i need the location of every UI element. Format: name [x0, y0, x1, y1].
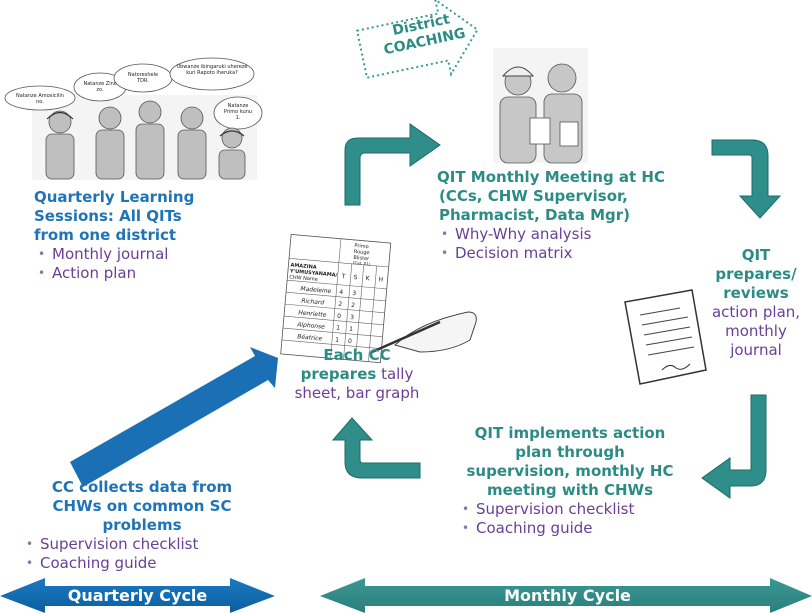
quarterly-learning-title-0: Quarterly Learning	[34, 188, 195, 206]
qit-implements-title-0: QIT implements action	[474, 424, 666, 442]
qit-meeting-bullets: Why-Why analysis Decision matrix	[437, 225, 717, 263]
qit-meeting-title-0: QIT Monthly Meeting at HC	[437, 168, 665, 186]
arrow-down-to-implements	[701, 394, 767, 499]
tally-col-2: K	[365, 275, 371, 282]
tally-row-0-v0: 4	[339, 289, 344, 296]
tally-header-top-1: Rouge	[354, 249, 370, 256]
arrow-right-to-prepares	[711, 139, 782, 219]
tally-header-left-0: AMAZINA	[290, 262, 317, 270]
quarterly-learning-title-2: from one district	[34, 226, 177, 244]
qit-meeting-title-1: (CCs, CHW Supervisor,	[439, 187, 628, 205]
qit-prepares-rest-2: journal	[730, 341, 782, 359]
tally-header-left-2: CHW Name	[289, 274, 318, 282]
tally-col-1: S	[353, 274, 358, 281]
district-coaching-arrow	[355, 0, 479, 79]
qit-prepares-bold-0: QIT	[741, 246, 771, 264]
tally-col-0: T	[340, 273, 346, 280]
qit-implements-block: QIT implements action plan through super…	[440, 424, 700, 538]
qit-implements-title-2: supervision, monthly HC	[466, 462, 674, 480]
tally-row-name-4: Béatrice	[297, 333, 323, 342]
tally-sheet: Primo Rouge Blister (Cat. 01) AMAZINA Y'…	[280, 233, 392, 364]
tally-header-top-2: Blister	[353, 255, 370, 262]
tally-row-name-3: Alphonse	[296, 321, 325, 330]
monthly-cycle-label: Monthly Cycle	[504, 586, 631, 605]
qit-meeting-illustration	[493, 48, 588, 164]
speech-bubble-2: Natanze Zinc zo.	[83, 81, 117, 93]
tally-row-name-2: Henriette	[298, 309, 327, 318]
arrow-cc-to-each-cc	[70, 347, 278, 487]
tally-row-4-v0: 1	[335, 337, 340, 344]
qit-prepares-rest-1: monthly	[725, 322, 787, 340]
each-cc-rest-1: tally	[376, 365, 414, 383]
tally-row-0-v1: 3	[352, 290, 357, 297]
qit-prepares-rest-0: action plan,	[711, 303, 801, 321]
qit-meeting-bullet-0: Why-Why analysis	[441, 225, 717, 244]
cc-collects-block: CC collects data from CHWs on common SC …	[22, 478, 262, 573]
each-cc-block: Each CC prepares tally sheet, bar graph	[272, 346, 442, 403]
tally-row-name-0: Madeleine	[300, 285, 332, 295]
quarterly-learning-bullet-0: Monthly journal	[38, 245, 274, 264]
qit-meeting-title-2: Pharmacist, Data Mgr)	[439, 206, 631, 224]
cc-collects-bullet-0: Supervision checklist	[26, 535, 262, 554]
qit-implements-bullets: Supervision checklist Coaching guide	[440, 500, 700, 538]
tally-col-3: H	[378, 276, 383, 283]
speech-bubble-4: Ubwanze ibingaruki uhereze kuri Rapoto i…	[176, 64, 248, 76]
qit-implements-title: QIT implements action plan through super…	[440, 424, 700, 500]
tally-row-2-v1: 3	[350, 314, 355, 321]
quarterly-learning-bullet-1: Action plan	[38, 264, 274, 283]
qit-prepares-block: QIT prepares/ reviews action plan, month…	[700, 246, 812, 360]
speech-bubble-3: Natoreshele TDR.	[127, 72, 159, 84]
each-cc-rest-2: sheet, bar graph	[294, 384, 420, 402]
quarterly-cycle-band	[0, 578, 275, 613]
cc-collects-title: CC collects data from CHWs on common SC …	[22, 478, 262, 535]
qit-meeting-title: QIT Monthly Meeting at HC (CCs, CHW Supe…	[437, 168, 717, 225]
cc-collects-title-1: CHWs on common SC	[52, 497, 232, 515]
qit-meeting-bullet-1: Decision matrix	[441, 244, 717, 263]
qit-implements-bullet-0: Supervision checklist	[462, 500, 700, 519]
tally-row-4-v1: 0	[348, 338, 353, 345]
cc-collects-bullet-1: Coaching guide	[26, 554, 262, 573]
tally-header-top-0: Primo	[354, 243, 369, 250]
tally-row-3-v1: 1	[349, 326, 354, 333]
tally-row-2-v0: 0	[337, 313, 342, 320]
pen-hand-icon	[371, 311, 477, 354]
each-cc-bold-0: Each CC	[323, 346, 391, 364]
qit-implements-title-3: meeting with CHWs	[486, 481, 654, 499]
quarterly-learning-title-1: Sessions: All QITs	[34, 207, 182, 225]
qit-prepares-bold-2: reviews	[723, 284, 789, 302]
tally-row-1-v0: 2	[338, 301, 343, 308]
arrow-left-to-each-cc	[331, 417, 421, 479]
each-cc-bold-1: prepares	[300, 365, 377, 383]
cc-collects-bullets: Supervision checklist Coaching guide	[22, 535, 262, 573]
learning-session-illustration	[4, 57, 263, 180]
quarterly-cycle-label: Quarterly Cycle	[67, 586, 208, 605]
journal-document-icon	[624, 289, 707, 385]
tally-row-name-1: Richard	[301, 298, 325, 307]
tally-header-top-3: (Cat. 01)	[353, 260, 371, 267]
qit-implements-title-1: plan through	[515, 443, 625, 461]
qit-meeting-block: QIT Monthly Meeting at HC (CCs, CHW Supe…	[437, 168, 717, 263]
tally-row-1-v1: 2	[351, 302, 356, 309]
quarterly-learning-title: Quarterly Learning Sessions: All QITs fr…	[34, 188, 274, 245]
qit-prepares-bold-1: prepares/	[715, 265, 797, 283]
tally-header-left-1: Y'UMUSYANAMA/	[289, 268, 338, 278]
monthly-cycle-band	[320, 578, 812, 613]
speech-bubble-1: Natanze Amoxicilin no.	[16, 93, 64, 105]
cc-collects-title-2: problems	[102, 516, 182, 534]
quarterly-learning-bullets: Monthly journal Action plan	[34, 245, 274, 283]
arrow-up-to-meeting	[344, 123, 441, 206]
speech-bubble-5: Natanze Primo kunu 1.	[223, 103, 253, 121]
tally-row-3-v0: 1	[336, 325, 341, 332]
qit-implements-bullet-1: Coaching guide	[462, 519, 700, 538]
quarterly-learning-block: Quarterly Learning Sessions: All QITs fr…	[34, 188, 274, 283]
cc-collects-title-0: CC collects data from	[51, 478, 233, 496]
